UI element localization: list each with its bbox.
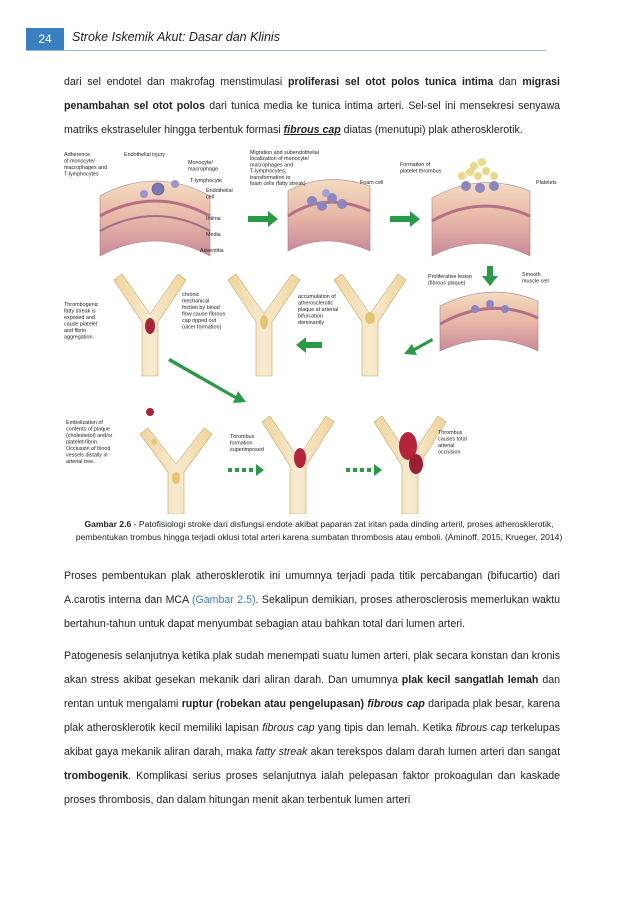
arrow-right-icon	[248, 211, 278, 227]
text: dari sel endotel dan makrofag menstimula…	[64, 76, 288, 88]
wall-section-2	[287, 179, 371, 252]
artery-bifurcation-5	[261, 415, 335, 515]
text: daripada plak besar, karena plak atheros…	[64, 698, 560, 734]
page-header: 24 Stroke Iskemik Akut: Dasar dan Klinis	[0, 28, 638, 50]
bold-text: trombogenik	[64, 770, 129, 782]
label-t-lymphocyte: T-lymphocyte	[190, 178, 222, 184]
artery-bifurcation-3	[333, 273, 407, 377]
label-foam-cell: Foam cell	[360, 180, 383, 186]
label-monocyte: Monocyte/macrophage	[188, 160, 218, 173]
italic-text: fibrous cap	[262, 722, 315, 734]
italic-text: fibrous cap	[455, 722, 508, 734]
arrow-right-icon	[256, 464, 264, 476]
header-rule	[26, 50, 546, 51]
arrow-right-icon	[390, 211, 420, 227]
artery-bifurcation-2	[227, 273, 301, 377]
paragraph-bifurcation: Proses pembentukan plak atherosklerotik …	[64, 564, 560, 636]
text: akan terekspos dalam darah lumen arteri …	[307, 746, 561, 758]
text: terkelupas akibat gaya mekanik aliran da…	[64, 722, 561, 758]
text: dan	[493, 76, 523, 88]
text: Patogenesis selanjutnya ketika plak suda…	[64, 650, 560, 686]
emphasis-text: fibrous cap	[367, 698, 425, 710]
text: . Komplikasi serius proses selanjutnya i…	[64, 770, 560, 806]
label-intima: Intima	[206, 216, 221, 222]
bold-text: proliferasi sel otot polos tunica intima	[287, 76, 494, 88]
caption-label: Gambar 2.6	[84, 519, 132, 529]
text: dari tunica media ke tunica intima arter…	[64, 100, 560, 136]
text: dan rentan untuk mengalami	[64, 674, 560, 710]
label-platelets: Platelets	[536, 180, 557, 186]
artery-bifurcation-6	[373, 415, 447, 515]
wall-section-4	[439, 291, 539, 352]
dotted-arrows	[228, 464, 382, 476]
wall-section-1	[99, 180, 211, 257]
flow-arrows	[168, 211, 498, 403]
paragraph-pathogenesis: Patogenesis selanjutnya ketika plak suda…	[64, 644, 560, 812]
emphasis-text: fibrous cap	[283, 124, 341, 136]
label-media: Media	[206, 232, 221, 238]
artery-bifurcation-1	[113, 273, 187, 377]
intro-paragraph: dari sel endotel dan makrofag menstimula…	[64, 70, 560, 142]
arrow-right-icon	[374, 464, 382, 476]
figure-caption: Gambar 2.6 - Patofisiologi stroke dari d…	[70, 518, 568, 544]
bold-text: ruptur (robekan atau pengelupasan)	[181, 698, 365, 710]
text: . Sekalipun demikian, proses atheroscler…	[64, 594, 560, 630]
figure-reference-link[interactable]: (Gambar 2.5)	[192, 594, 256, 606]
arrow-down-icon	[482, 266, 498, 286]
arrow-diagonal-icon	[168, 358, 246, 403]
arrow-left-icon	[404, 338, 433, 355]
italic-text: fatty streak	[255, 746, 308, 758]
wall-section-3	[431, 158, 531, 257]
label-endothelial-injury: Endothelial injury	[124, 152, 165, 158]
caption-text: - Patofisiologi stroke dari disfungsi en…	[75, 519, 563, 542]
bold-text: plak kecil sangatlah lemah	[401, 674, 539, 686]
text: Proses pembentukan plak atherosklerotik …	[64, 570, 560, 606]
label-adventitia: Adventitia	[200, 248, 224, 254]
bold-text: migrasi penambahan sel otot polos	[64, 76, 560, 112]
running-title: Stroke Iskemik Akut: Dasar dan Klinis	[72, 30, 280, 44]
label-proliferative: Proliferative lesion(fibrous plaque)	[428, 274, 472, 287]
artery-bifurcation-4	[139, 408, 213, 515]
text: diatas (menutupi) plak atherosklerotik.	[340, 124, 523, 136]
arrow-left-icon	[296, 337, 322, 353]
text: yang tipis dan lemah. Ketika	[314, 722, 456, 734]
page-number: 24	[26, 28, 64, 50]
